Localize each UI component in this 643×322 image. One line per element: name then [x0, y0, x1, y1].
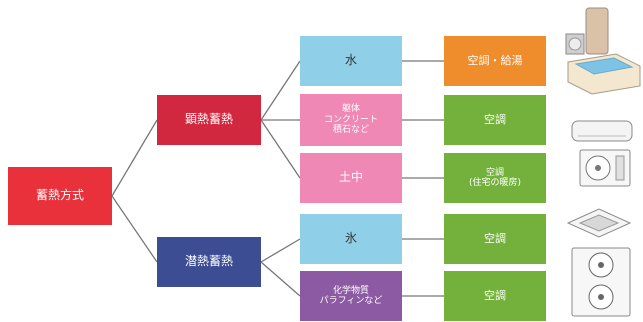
twin-fan-outdoor-unit-icon — [571, 247, 631, 317]
wall-ac-indoor-unit-icon — [571, 120, 633, 142]
use-node-ac-hotwater: 空調・給湯 — [444, 36, 546, 86]
use-node-ac-chemical: 空調 — [444, 271, 546, 321]
media-node-concrete: 躯体 コンクリート 積石など — [300, 94, 402, 146]
use-node-ac: 空調 — [444, 95, 546, 145]
ac-outdoor-unit-icon — [579, 149, 631, 187]
use-node-ac-ice: 空調 — [444, 214, 546, 264]
media-node-ice: 氷 — [300, 214, 402, 264]
latent-storage-node: 顕熱蓄熱 — [157, 95, 261, 145]
root-node: 蓄熱方式 — [8, 167, 112, 225]
media-node-soil: 土中 — [300, 153, 402, 203]
use-node-ac-residential: 空調 (住宅の暖房) — [444, 153, 546, 203]
media-node-chemical: 化学物質 パラフィンなど — [300, 271, 402, 321]
ceiling-cassette-ac-icon — [566, 208, 632, 238]
media-node-water: 水 — [300, 36, 402, 86]
water-heater-bathtub-icon — [565, 7, 641, 95]
sensible-storage-node: 潜熱蓄熱 — [157, 237, 261, 287]
